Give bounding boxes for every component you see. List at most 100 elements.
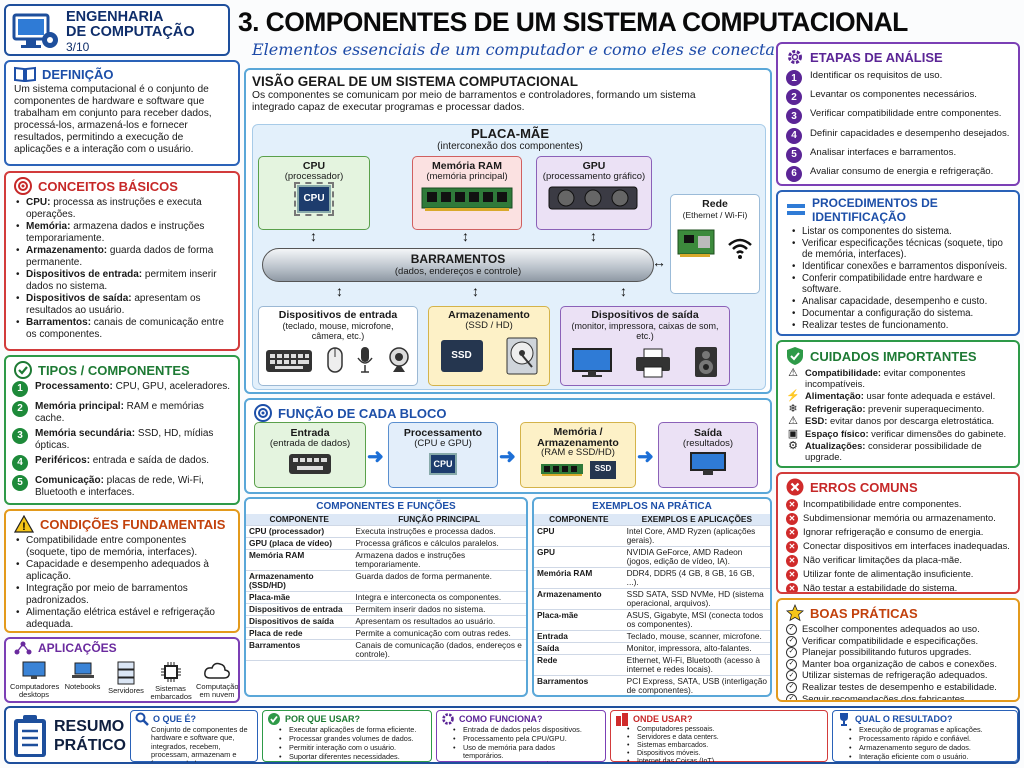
- cloud-icon: [204, 662, 230, 679]
- resumo-section: RESUMO PRÁTICO O QUE É? Conjunto de comp…: [4, 706, 1020, 764]
- ram-module-icon: [541, 463, 583, 476]
- conceito-item: Barramentos: canais de comunicação entre…: [16, 317, 230, 340]
- table-row: CPU (processador)Executa instruções e pr…: [246, 525, 526, 538]
- cuidado-item: ⚡Alimentação: usar fonte adequada e está…: [786, 390, 996, 402]
- number-badge: 2: [786, 89, 802, 106]
- error-x-icon: ✕: [786, 541, 798, 553]
- arrow-gpu-bus: ↕: [590, 228, 597, 244]
- svg-text:!: !: [22, 521, 26, 533]
- resumo-title1: RESUMO: [54, 718, 125, 735]
- conceito-item: Armazenamento: guarda dados de forma per…: [16, 245, 230, 268]
- mouse-icon: [327, 346, 343, 373]
- definicao-title: DEFINIÇÃO: [42, 66, 114, 82]
- error-x-icon: ✕: [786, 527, 798, 539]
- keyboard-icon: [289, 454, 331, 474]
- page-subtitle: Elementos essenciais de um computador e …: [252, 40, 791, 59]
- resumo-item: Processar grandes volumes de dados.: [279, 735, 419, 743]
- microphone-icon: [357, 346, 373, 373]
- rede-sub: (Ethernet / Wi-Fi): [682, 209, 748, 220]
- procedimento-item: Analisar capacidade, desempenho e custo.: [792, 296, 1010, 307]
- desktop-icon: [22, 661, 46, 679]
- number-badge: 4: [12, 455, 28, 471]
- arrow-processamento-memoria: ➜: [499, 446, 516, 468]
- resumo-item: Permitir interação com o usuário.: [279, 743, 419, 752]
- star-icon: [786, 604, 804, 622]
- wifi-icon: [728, 238, 753, 259]
- hard-disk-icon: [506, 337, 537, 375]
- course-badge: ENGENHARIA DE COMPUTAÇÃO 3/10: [4, 4, 230, 56]
- resumo-col-porque: POR QUE USAR? Executar aplicações de for…: [262, 710, 432, 762]
- erros-title: ERROS COMUNS: [810, 479, 918, 495]
- erro-item: ✕Incompatibilidade entre componentes.: [786, 498, 1012, 511]
- boa-pratica-item: ✓Seguir recomendações dos fabricantes.: [786, 693, 1012, 700]
- arrow-entrada-processamento: ➜: [367, 446, 384, 468]
- resumo-item: Computadores pessoais.: [627, 726, 815, 733]
- tipos-title: TIPOS / COMPONENTES: [38, 362, 190, 378]
- arrow-bus-arm: ↕: [472, 283, 479, 299]
- erro-item: ✕Não verificar limitações da placa-mãe.: [786, 554, 1012, 567]
- condicao-item: Integração por meio de barramentos padro…: [16, 583, 230, 606]
- armazenamento-sub: (SSD / HD): [465, 319, 513, 331]
- componentes-funcoes-title: COMPONENTES E FUNÇÕES: [316, 501, 456, 512]
- conceitos-section: CONCEITOS BÁSICOS CPU: processa as instr…: [4, 171, 240, 351]
- boa-pratica-item: ✓Verificar compatibilidade e especificaç…: [786, 635, 1012, 647]
- procedimento-item: Listar os componentes do sistema.: [792, 226, 1010, 237]
- saida-block: Dispositivos de saída (monitor, impresso…: [560, 306, 730, 386]
- resumo-col-oque: O QUE É? Conjunto de componentes de hard…: [130, 710, 258, 762]
- arrow-bus-ent: ↕: [336, 283, 343, 299]
- resumo-item: Sistemas embarcados.: [627, 742, 815, 749]
- error-x-icon: ✕: [786, 569, 798, 581]
- number-badge: 2: [12, 401, 28, 417]
- erro-item: ✕Subdimensionar memória ou armazenamento…: [786, 512, 1012, 525]
- check-icon: ✓: [786, 658, 797, 670]
- cuidados-title: CUIDADOS IMPORTANTES: [810, 348, 977, 364]
- erros-section: ERROS COMUNS ✕Incompatibilidade entre co…: [776, 472, 1020, 594]
- resumo-item: Servidores e data centers.: [627, 734, 815, 741]
- warning-icon: !: [14, 515, 34, 533]
- armazenamento-title: Armazenamento: [448, 309, 530, 321]
- table-row: GPU (placa de vídeo)Processa gráficos e …: [246, 537, 526, 550]
- boa-pratica-item: ✓Planejar possibilitando futuros upgrade…: [786, 647, 1012, 659]
- chip-icon: [160, 662, 181, 682]
- aplicacoes-title: APLICAÇÕES: [38, 641, 117, 655]
- cuidados-section: CUIDADOS IMPORTANTES ⚠Compatibilidade: e…: [776, 340, 1020, 468]
- page-title: 3. COMPONENTES DE UM SISTEMA COMPUTACION…: [238, 7, 908, 37]
- resumo-col-como: COMO FUNCIONA? Entrada de dados pelos di…: [436, 710, 606, 762]
- laptop-icon: [71, 662, 94, 678]
- arrow-memoria-saida: ➜: [637, 446, 654, 468]
- boas-title: BOAS PRÁTICAS: [810, 605, 918, 621]
- funcao-memoria: Memória / Armazenamento(RAM e SSD/HD) SS…: [520, 422, 636, 488]
- erro-item: ✕Não testar a estabilidade do sistema.: [786, 582, 1012, 592]
- cuidado-item: ❄Refrigeração: prevenir superaquecimento…: [786, 403, 1012, 415]
- check-icon: ✓: [786, 670, 797, 682]
- error-x-icon: ✕: [786, 555, 798, 567]
- magnifier-icon: [135, 712, 149, 726]
- entrada-title: Dispositivos de entrada: [278, 309, 398, 321]
- cuidados-list: ⚠Compatibilidade: evitar componentes inc…: [778, 367, 1018, 462]
- funcao-saida: Saída(resultados): [658, 422, 758, 488]
- resumo-col-onde: ONDE USAR? Computadores pessoais.Servido…: [610, 710, 828, 762]
- target-icon: [254, 404, 272, 422]
- esd-warning-icon: ⚠: [788, 415, 798, 427]
- list-icon: [786, 202, 806, 218]
- erro-item: ✕Conectar dispositivos em interfaces ina…: [786, 540, 1012, 553]
- trophy-icon: [840, 713, 848, 726]
- resumo-item: Armazenamento em SSD/HD.: [453, 760, 593, 762]
- book-icon: [14, 66, 36, 82]
- aplicacoes-section: APLICAÇÕES Computadores desktops Noteboo…: [4, 637, 240, 703]
- keyboard-icon: [266, 349, 313, 372]
- course-line1: ENGENHARIA: [66, 9, 164, 25]
- erro-item: ✕Utilizar fonte de alimentação insuficie…: [786, 568, 1012, 581]
- resumo-item: Uso de memória para dados temporários.: [453, 743, 593, 760]
- placa-mae-sub: (interconexão dos componentes): [437, 141, 583, 152]
